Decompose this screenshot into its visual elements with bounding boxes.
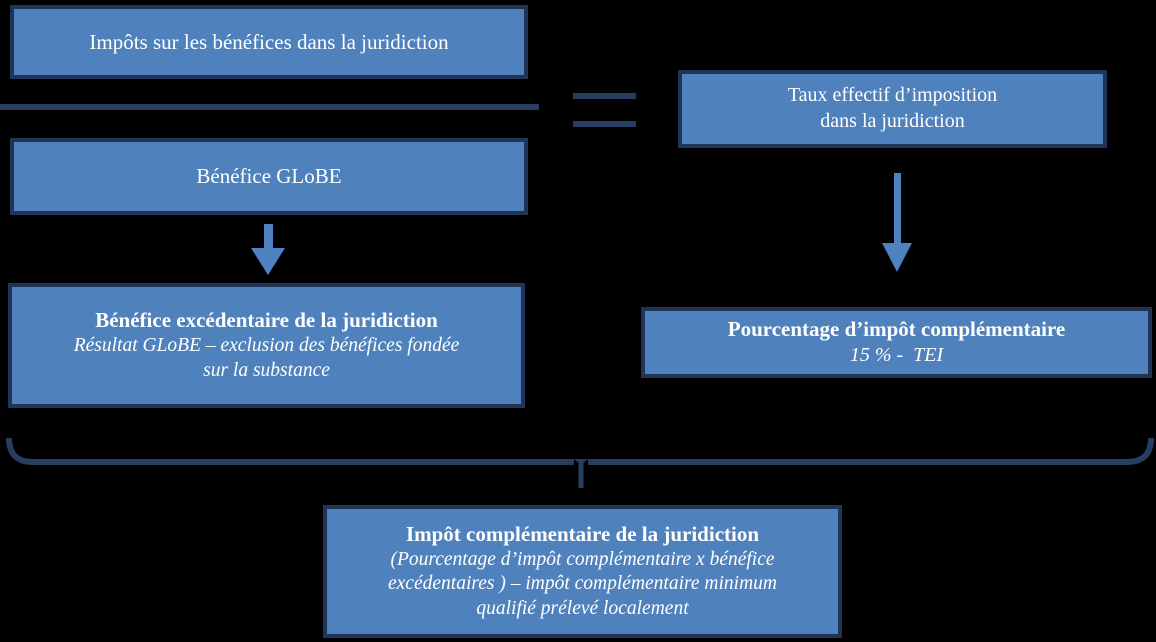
fraction-bar <box>0 104 539 110</box>
topup-percentage-title: Pourcentage d’impôt complémentaire <box>727 317 1066 342</box>
topup-tax-formula-line1: (Pourcentage d’impôt complémentaire x bé… <box>390 548 775 570</box>
topup-tax-formula-line3: qualifié prélevé localement <box>476 598 689 620</box>
equals-icon <box>573 121 636 127</box>
effective-tax-rate-line1: Taux effectif d’imposition <box>787 84 998 107</box>
down-arrow-icon <box>251 224 285 275</box>
topup-percentage-box: Pourcentage d’impôt complémentaire 15 % … <box>641 307 1152 378</box>
topup-tax-box: Impôt complémentaire de la juridiction (… <box>323 505 842 638</box>
down-arrow-icon <box>882 173 912 272</box>
equals-icon <box>573 93 636 99</box>
covered-taxes-label: Impôts sur les bénéfices dans la juridic… <box>89 29 449 54</box>
excess-profit-formula-line2: sur la substance <box>203 359 330 381</box>
brace-icon <box>6 437 1154 488</box>
topup-tax-formula-line2: excédentaires ) – impôt complémentaire m… <box>388 573 777 595</box>
excess-profit-formula-line1: Résultat GLoBE – exclusion des bénéfices… <box>73 334 460 356</box>
excess-profit-title: Bénéfice excédentaire de la juridiction <box>95 308 438 333</box>
topup-tax-title: Impôt complémentaire de la juridiction <box>405 521 760 546</box>
topup-percentage-formula: 15 % - TEI <box>849 344 944 367</box>
globe-income-label: Bénéfice GLoBE <box>196 164 342 189</box>
covered-taxes-box: Impôts sur les bénéfices dans la juridic… <box>10 5 528 79</box>
effective-tax-rate-line2: dans la juridiction <box>820 110 965 132</box>
effective-tax-rate-box: Taux effectif d’imposition dans la jurid… <box>678 70 1107 148</box>
globe-income-box: Bénéfice GLoBE <box>10 138 528 215</box>
excess-profit-box: Bénéfice excédentaire de la juridiction … <box>8 283 525 408</box>
